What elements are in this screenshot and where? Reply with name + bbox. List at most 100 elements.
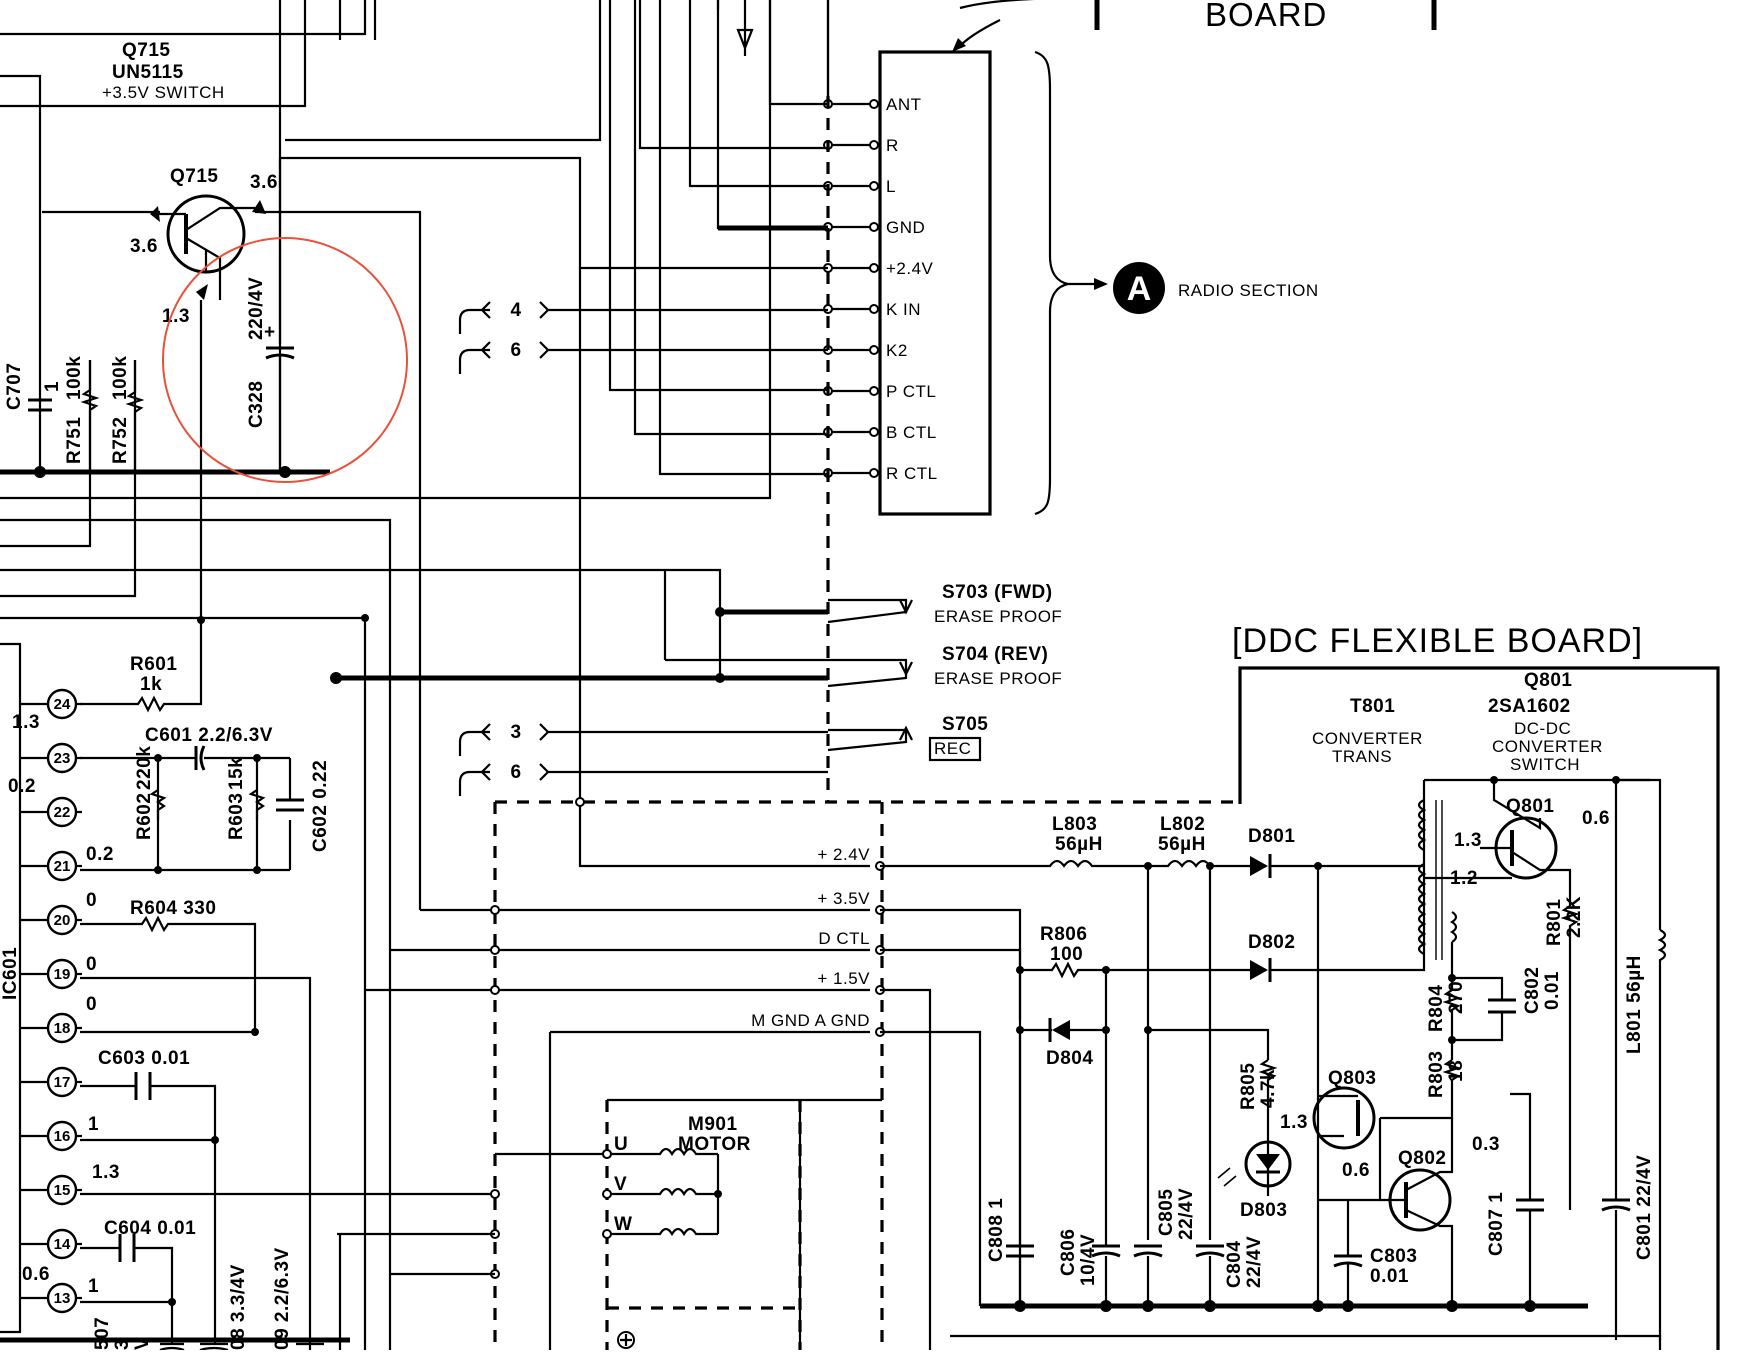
d801-label: D801 [1248, 826, 1295, 847]
radio-pin-4: +2.4V [823, 259, 934, 278]
ic601-voltage: 0 [86, 954, 97, 975]
l803-value: 56µH [1055, 834, 1103, 855]
c802-value: 0.01 [1542, 971, 1563, 1010]
switch-ref: S704 (REV) [942, 644, 1048, 665]
ic601-pin-21: 21 [20, 850, 82, 882]
q715-title-ref: Q715 [122, 40, 170, 61]
radio-pin-label: R [886, 136, 899, 155]
ic601-pin-number: 24 [54, 696, 71, 713]
ic601-pin-number: 17 [54, 1074, 71, 1091]
cap-v-label: V [132, 1337, 153, 1350]
ddc-board-title: [DDC FLEXIBLE BOARD] [1232, 622, 1643, 660]
q715-title: Q715 UN5115 +3.5V SWITCH [102, 40, 225, 102]
q801-v1: 1.3 [1454, 830, 1482, 851]
arrow-tag-2: 3 [458, 722, 828, 756]
l803-ref: L803 [1052, 814, 1097, 835]
r603-ref: R603 [226, 793, 247, 840]
radio-pin-label: P CTL [886, 382, 936, 401]
c707-ref: C707 [4, 363, 25, 410]
d804-label: D804 [1046, 1048, 1093, 1069]
q803-ref: Q803 [1328, 1068, 1376, 1089]
r752-ref: R752 [110, 417, 131, 464]
q802-v2: 0.6 [1342, 1160, 1370, 1181]
ic601-pin-19: 19 [20, 958, 82, 990]
ic601-pin-14: 14 [20, 1228, 82, 1260]
arrow-tag-label: 4 [510, 300, 521, 321]
q715-title-part: UN5115 [112, 62, 184, 83]
ic601-pin-13: 13 [20, 1282, 82, 1314]
arrow-tags: 4 6 3 6 [458, 300, 828, 796]
ic601-voltage: 0 [86, 890, 97, 911]
c805-label: C805 [1156, 1189, 1177, 1236]
arrow-tag-label: 6 [510, 340, 521, 361]
c328-capacitor: C328 220/4V + [246, 158, 295, 472]
motor-name: MOTOR [678, 1134, 751, 1155]
arrow-tag-1: 6 [458, 340, 828, 374]
radio-pin-1: R [823, 136, 899, 155]
radio-pin-label: R CTL [886, 464, 938, 483]
d802-label: D802 [1248, 932, 1295, 953]
motor-phase-label: U [614, 1134, 628, 1155]
c807-label: C807 1 [1486, 1192, 1507, 1256]
c804-label: C804 [1224, 1241, 1245, 1288]
radio-pin-5: K IN [823, 300, 921, 319]
ddc-connector: + 2.4V+ 3.5VD CTL+ 1.5VM GND A GND [751, 845, 885, 1037]
r751-ref: R751 [64, 417, 85, 464]
c604-label: C604 0.01 [104, 1218, 196, 1239]
left-components: C707 1 R751 100k R752 100k [4, 356, 145, 470]
ic601-pin-number: 15 [54, 1182, 71, 1199]
r751-value: 100k [64, 356, 85, 400]
r804-value: 270 [1446, 981, 1467, 1014]
q715-title-func: +3.5V SWITCH [102, 83, 225, 102]
ic601-pin-23: 23 [20, 742, 82, 774]
board-title: BOARD [1205, 0, 1327, 33]
radio-connector-box [878, 50, 992, 516]
radio-pin-label: +2.4V [886, 259, 934, 278]
cap-09-label: 09 2.2/6.3V [272, 1247, 293, 1350]
q801-v2: 1.2 [1450, 868, 1478, 889]
highlight-circle [162, 237, 408, 483]
t801-name1: CONVERTER [1312, 729, 1423, 748]
ic601-ref: IC601 [0, 947, 21, 1000]
ic601-pin-number: 16 [54, 1128, 71, 1145]
l802-value: 56µH [1158, 834, 1206, 855]
motor-phase-W: W [602, 1214, 718, 1239]
ic601-pin-18: 18 [20, 1012, 82, 1044]
c328-polarity: + [264, 322, 276, 343]
ic601-pin-17: 17 [20, 1066, 82, 1098]
ddc-wiring [337, 268, 1040, 1350]
c803-value: 0.01 [1370, 1266, 1409, 1287]
arrow-tag-3: 6 [458, 762, 828, 796]
radio-pin-label: B CTL [886, 423, 937, 442]
switch-0: S703 (FWD)ERASE PROOF [934, 582, 1062, 626]
ic601-voltage: 0 [86, 994, 97, 1015]
q802-v1: 0.3 [1472, 1134, 1500, 1155]
ic601-voltage: 0.2 [86, 844, 114, 865]
board-header: BOARD [952, 0, 1437, 52]
c602-label: C602 0.22 [310, 760, 331, 852]
ic601-voltage: 1.3 [92, 1162, 120, 1183]
cap-507-label: 507 [92, 1317, 113, 1350]
arrow-tag-label: 6 [510, 762, 521, 783]
radio-pin-label: GND [886, 218, 925, 237]
ic601-pin-number: 22 [54, 804, 71, 821]
q715-transistor: Q715 3.6 3.6 1.3 [130, 166, 277, 327]
radio-pin-label: ANT [886, 95, 922, 114]
q802-ref: Q802 [1398, 1148, 1446, 1169]
ic601-pin-16: 16 [20, 1120, 82, 1152]
ic601-pin-15: 15 [20, 1174, 82, 1206]
ic601-pin-20: 20 [20, 904, 82, 936]
r601-ref: R601 [130, 654, 177, 675]
arrow-tag-label: 3 [510, 722, 521, 743]
motor-phase-label: W [614, 1214, 632, 1235]
c707-value: 1 [42, 381, 63, 392]
radio-pin-3: GND [823, 218, 925, 237]
radio-pin-6: K2 [823, 341, 907, 360]
r602-ref: R602 [134, 793, 155, 840]
ic601-pin-22: 22 [20, 796, 82, 828]
